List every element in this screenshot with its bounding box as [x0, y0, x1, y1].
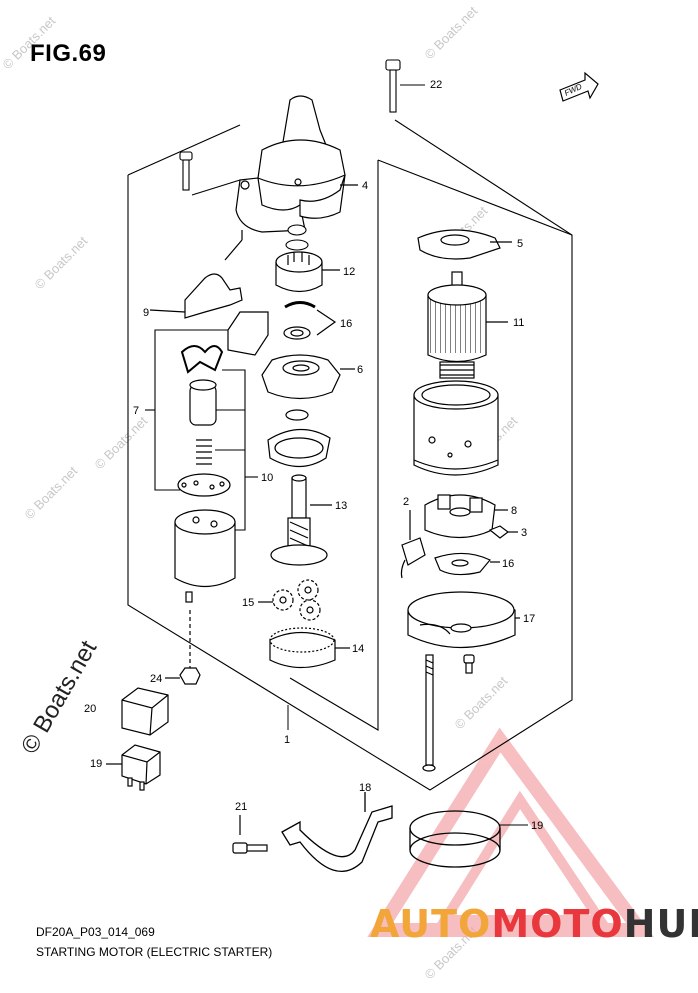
part-9-lever	[149, 230, 243, 319]
callout-9: 9	[143, 307, 149, 319]
callout-24: 24	[150, 673, 162, 685]
callout-20: 19	[90, 758, 102, 770]
callout-7: 7	[133, 405, 139, 417]
oring-top	[285, 224, 309, 251]
watermark-text: © Boats.net	[32, 233, 91, 292]
part-19-band	[409, 810, 501, 868]
part-24-nut	[165, 610, 201, 685]
gasket-6	[267, 409, 331, 468]
drawing-code: DF20A_P03_014_069	[36, 925, 155, 939]
watermark-text: © Boats.net	[92, 413, 151, 472]
callout-13: 13	[335, 500, 347, 512]
part-6-housing	[261, 354, 355, 400]
part-7-holder	[177, 311, 269, 497]
callout-14: 14	[352, 643, 364, 655]
assembly-frame	[127, 119, 573, 791]
fwd-arrow-icon: FWD	[559, 71, 599, 102]
part-through-bolt	[422, 654, 475, 772]
callout-18: 18	[359, 782, 371, 794]
part-15-planet-gears	[258, 579, 321, 621]
part-4-solenoid	[235, 95, 358, 233]
part-motor-body-left	[174, 509, 236, 603]
bolt-small-top	[179, 151, 241, 196]
part-3-seal	[488, 525, 518, 539]
callout-23: 22	[430, 79, 442, 91]
brand-logo-text: AUTOMOTOHUB	[370, 902, 698, 946]
part-12-pinion	[275, 251, 340, 293]
callout-3: 3	[521, 527, 527, 539]
callout-5: 5	[517, 238, 523, 250]
part-14-ring-gear	[269, 627, 350, 669]
figure-title: FIG.69	[30, 40, 107, 67]
diagram-caption: STARTING MOTOR (ELECTRIC STARTER)	[36, 945, 273, 959]
callout-8: 8	[511, 505, 517, 517]
callout-15: 15	[242, 597, 254, 609]
callout-4: 4	[362, 180, 368, 192]
part-yoke-right	[413, 380, 499, 476]
brand-part-auto: AUTO	[370, 902, 492, 946]
bracket-10	[215, 369, 258, 531]
bolt-23	[385, 59, 425, 113]
callout-10: 10	[261, 472, 273, 484]
callout-17: 17	[523, 613, 535, 625]
part-16-plate-lower	[434, 552, 500, 576]
leader-lines	[287, 705, 528, 826]
part-20-relay	[106, 744, 161, 791]
part-2-brush	[400, 510, 426, 579]
bracket-7	[145, 329, 228, 491]
callout-6: 6	[357, 364, 363, 376]
part-5-plate	[417, 229, 512, 260]
callout-21: 20	[84, 703, 96, 715]
part-11-armature	[427, 271, 508, 379]
part-13-shaft	[270, 474, 332, 566]
part-17-end-cover	[407, 591, 520, 648]
watermark-text: © Boats.net	[422, 3, 481, 62]
callout-1: 1	[284, 734, 290, 746]
part-22-bolt	[232, 815, 268, 854]
callout-11: 11	[513, 317, 524, 329]
callout-12: 12	[343, 266, 355, 278]
callout-numbers: 22 4 5 12 9 16 11 6 7 10 2 13 8 3 16 15 …	[84, 79, 543, 832]
watermark-text: © Boats.net	[22, 463, 81, 522]
part-18-bracket	[281, 792, 393, 872]
watermark-text: © Boats.net	[452, 673, 511, 732]
callout-19: 19	[531, 820, 543, 832]
part-16-clips-upper	[283, 301, 337, 340]
callout-2: 2	[403, 496, 409, 508]
callout-16a: 16	[340, 318, 352, 330]
part-8-brush-holder	[424, 494, 508, 539]
brand-part-moto: MOTO	[491, 902, 624, 946]
callout-22: 21	[235, 801, 247, 813]
part-21-relay	[121, 687, 169, 736]
brand-part-hub: HUB	[623, 902, 698, 946]
callout-16b: 16	[502, 558, 514, 570]
brand-triangle-logo	[367, 727, 654, 937]
